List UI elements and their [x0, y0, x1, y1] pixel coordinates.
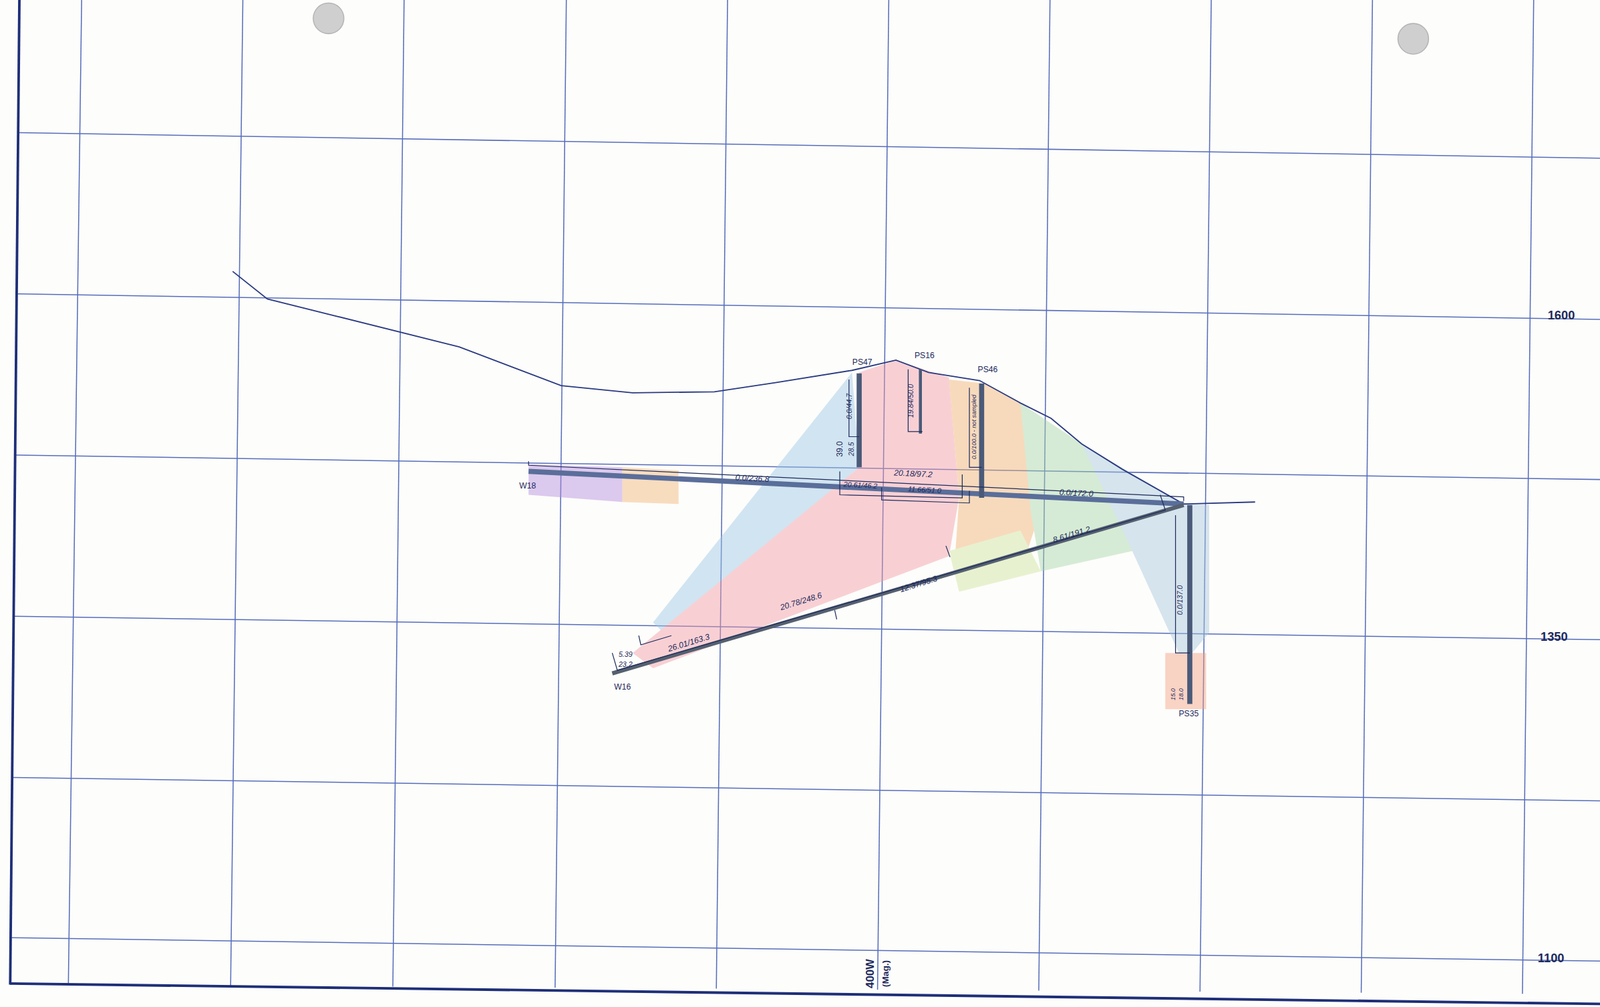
- assay-interval: 5.39: [618, 650, 633, 659]
- elevation-label: 1600: [1547, 309, 1576, 322]
- assay-interval: 23.2: [618, 660, 633, 669]
- assay-interval: 39.0: [835, 440, 844, 457]
- assay-interval: 18.0: [1178, 688, 1185, 701]
- assay-interval: 20.61/46.2: [843, 480, 878, 490]
- assay-interval: 20.18/97.2: [893, 468, 933, 479]
- drillhole-name: W16: [613, 682, 631, 691]
- section-line-label: 400W: [864, 958, 876, 989]
- assay-interval: 28.5: [847, 442, 856, 457]
- drillhole-name: PS35: [1178, 709, 1199, 718]
- elevation-label: 1350: [1540, 630, 1568, 643]
- assay-interval: 0.0/137.0: [1175, 585, 1184, 616]
- drillhole-name: W18: [519, 481, 536, 490]
- drillhole-name: PS47: [852, 358, 873, 367]
- assay-interval: 0.0/44.7: [845, 393, 853, 420]
- assay-interval: 0.0/100.0 - not sampled: [971, 394, 978, 459]
- section-line-label: (Mag.): [881, 960, 891, 987]
- drillhole-name: PS16: [914, 350, 935, 359]
- assay-interval: 0.0/172.0: [1059, 487, 1094, 498]
- elevation-label: 1100: [1537, 951, 1565, 965]
- drillhole-name: PS46: [978, 365, 999, 374]
- assay-interval: 12.37/95.3: [898, 573, 938, 594]
- assay-interval: 19.84/50.0: [906, 384, 914, 419]
- assay-interval: 15.0: [1170, 688, 1177, 701]
- assay-interval: 0.0/236.8: [734, 473, 769, 484]
